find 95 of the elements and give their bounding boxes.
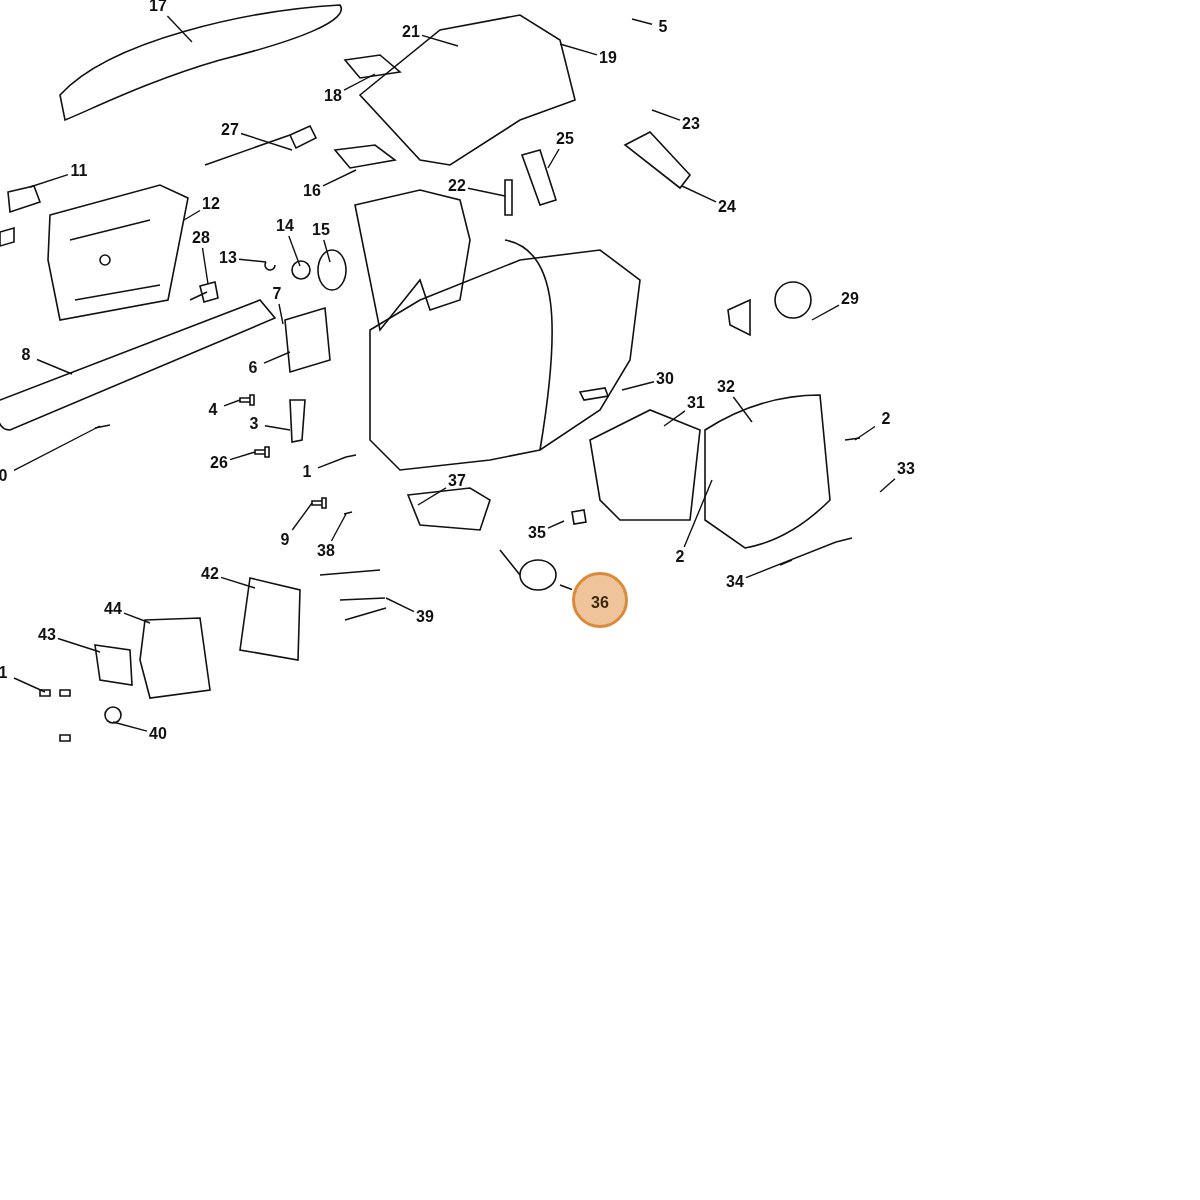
bolt-drawing (254, 446, 270, 458)
callout-number: 39 (416, 608, 434, 626)
callout-number: 42 (201, 565, 219, 583)
leader-line (323, 239, 331, 263)
leader-line (745, 541, 837, 579)
callout-number: 2 (675, 548, 685, 566)
leader-line (330, 513, 347, 542)
leader-line (663, 410, 686, 427)
callout-number: 44 (104, 600, 122, 618)
callout-number: 23 (682, 115, 700, 133)
callout-number: 1 (302, 463, 312, 481)
callout-number: 12 (202, 195, 220, 213)
leader-line (631, 18, 653, 25)
leader-line (263, 351, 291, 364)
callout-number: 37 (448, 472, 466, 490)
leader-line (879, 478, 896, 493)
callout-number: 0 (0, 467, 8, 485)
callout-number: 43 (38, 626, 56, 644)
callout-number: 3 (249, 415, 259, 433)
bolt-drawing (239, 394, 255, 406)
leader-line (36, 358, 73, 375)
leader-line (278, 303, 284, 325)
leader-line (421, 34, 459, 47)
leader-line (343, 73, 376, 91)
leader-line (201, 247, 209, 285)
callout-number: 35 (528, 524, 546, 542)
callout-number: 14 (276, 217, 294, 235)
clip-drawing (264, 261, 276, 271)
leader-line (238, 258, 267, 263)
tensioner-screw-drawing (189, 281, 219, 303)
leader-line (229, 451, 256, 461)
leader-line (123, 612, 151, 624)
leader-line (240, 132, 293, 151)
callout-number: 15 (312, 221, 330, 239)
callout-number: 40 (149, 725, 167, 743)
leader-line (811, 304, 840, 321)
side-cover-drawing (47, 184, 189, 321)
callout-number: 5 (658, 18, 668, 36)
leader-line (288, 235, 301, 267)
leader-line (29, 173, 69, 188)
leader-line (417, 487, 447, 506)
leader-line (547, 148, 560, 169)
leader-line (385, 597, 415, 613)
leader-line (57, 637, 101, 653)
callout-number: 21 (402, 23, 420, 41)
leader-line (13, 425, 101, 471)
leader-line (223, 399, 241, 407)
leader-line (547, 520, 565, 529)
leader-line (683, 479, 713, 548)
callout-number: 16 (303, 182, 321, 200)
leader-line (291, 502, 313, 531)
callout-number: 7 (272, 285, 282, 303)
callout-number: 1 (0, 664, 8, 682)
leader-line (183, 209, 201, 221)
callout-number: 19 (599, 49, 617, 67)
leader-line (732, 396, 753, 423)
callout-number: 25 (556, 130, 574, 148)
callout-number: 22 (448, 177, 466, 195)
leader-line (166, 15, 193, 43)
callout-number: 9 (280, 531, 290, 549)
callout-number: 30 (656, 370, 674, 388)
leader-line (559, 43, 598, 56)
highlighted-callout-number: 36 (572, 572, 628, 628)
callout-number: 24 (718, 198, 736, 216)
callout-number: 11 (70, 162, 88, 180)
callout-number: 6 (248, 359, 258, 377)
leader-line (651, 109, 681, 121)
callout-number: 13 (219, 249, 237, 267)
callout-number: 26 (210, 454, 228, 472)
leader-line (467, 187, 506, 197)
callout-number: 2 (881, 410, 891, 428)
leader-line (621, 381, 655, 391)
callout-number: 28 (192, 229, 210, 247)
callout-number: 27 (221, 121, 239, 139)
decal-drawing (7, 185, 42, 214)
callout-number: 8 (21, 346, 31, 364)
callout-number: 4 (208, 401, 218, 419)
callout-number: 18 (324, 87, 342, 105)
leader-line (112, 721, 148, 732)
leader-line (317, 456, 347, 469)
callout-number: 34 (726, 573, 744, 591)
callout-number: 38 (317, 542, 335, 560)
callout-number: 33 (897, 460, 915, 478)
leader-line (13, 677, 46, 693)
leader-line (854, 425, 876, 441)
callout-number: 29 (841, 290, 859, 308)
callout-number: 32 (717, 378, 735, 396)
callout-number: 31 (687, 394, 705, 412)
leader-line (559, 584, 573, 591)
callout-number: 17 (149, 0, 167, 15)
leader-line (681, 185, 717, 203)
leader-line (220, 576, 256, 589)
leader-line (264, 425, 291, 431)
leader-line (322, 169, 357, 187)
bolt-drawing (311, 497, 327, 509)
